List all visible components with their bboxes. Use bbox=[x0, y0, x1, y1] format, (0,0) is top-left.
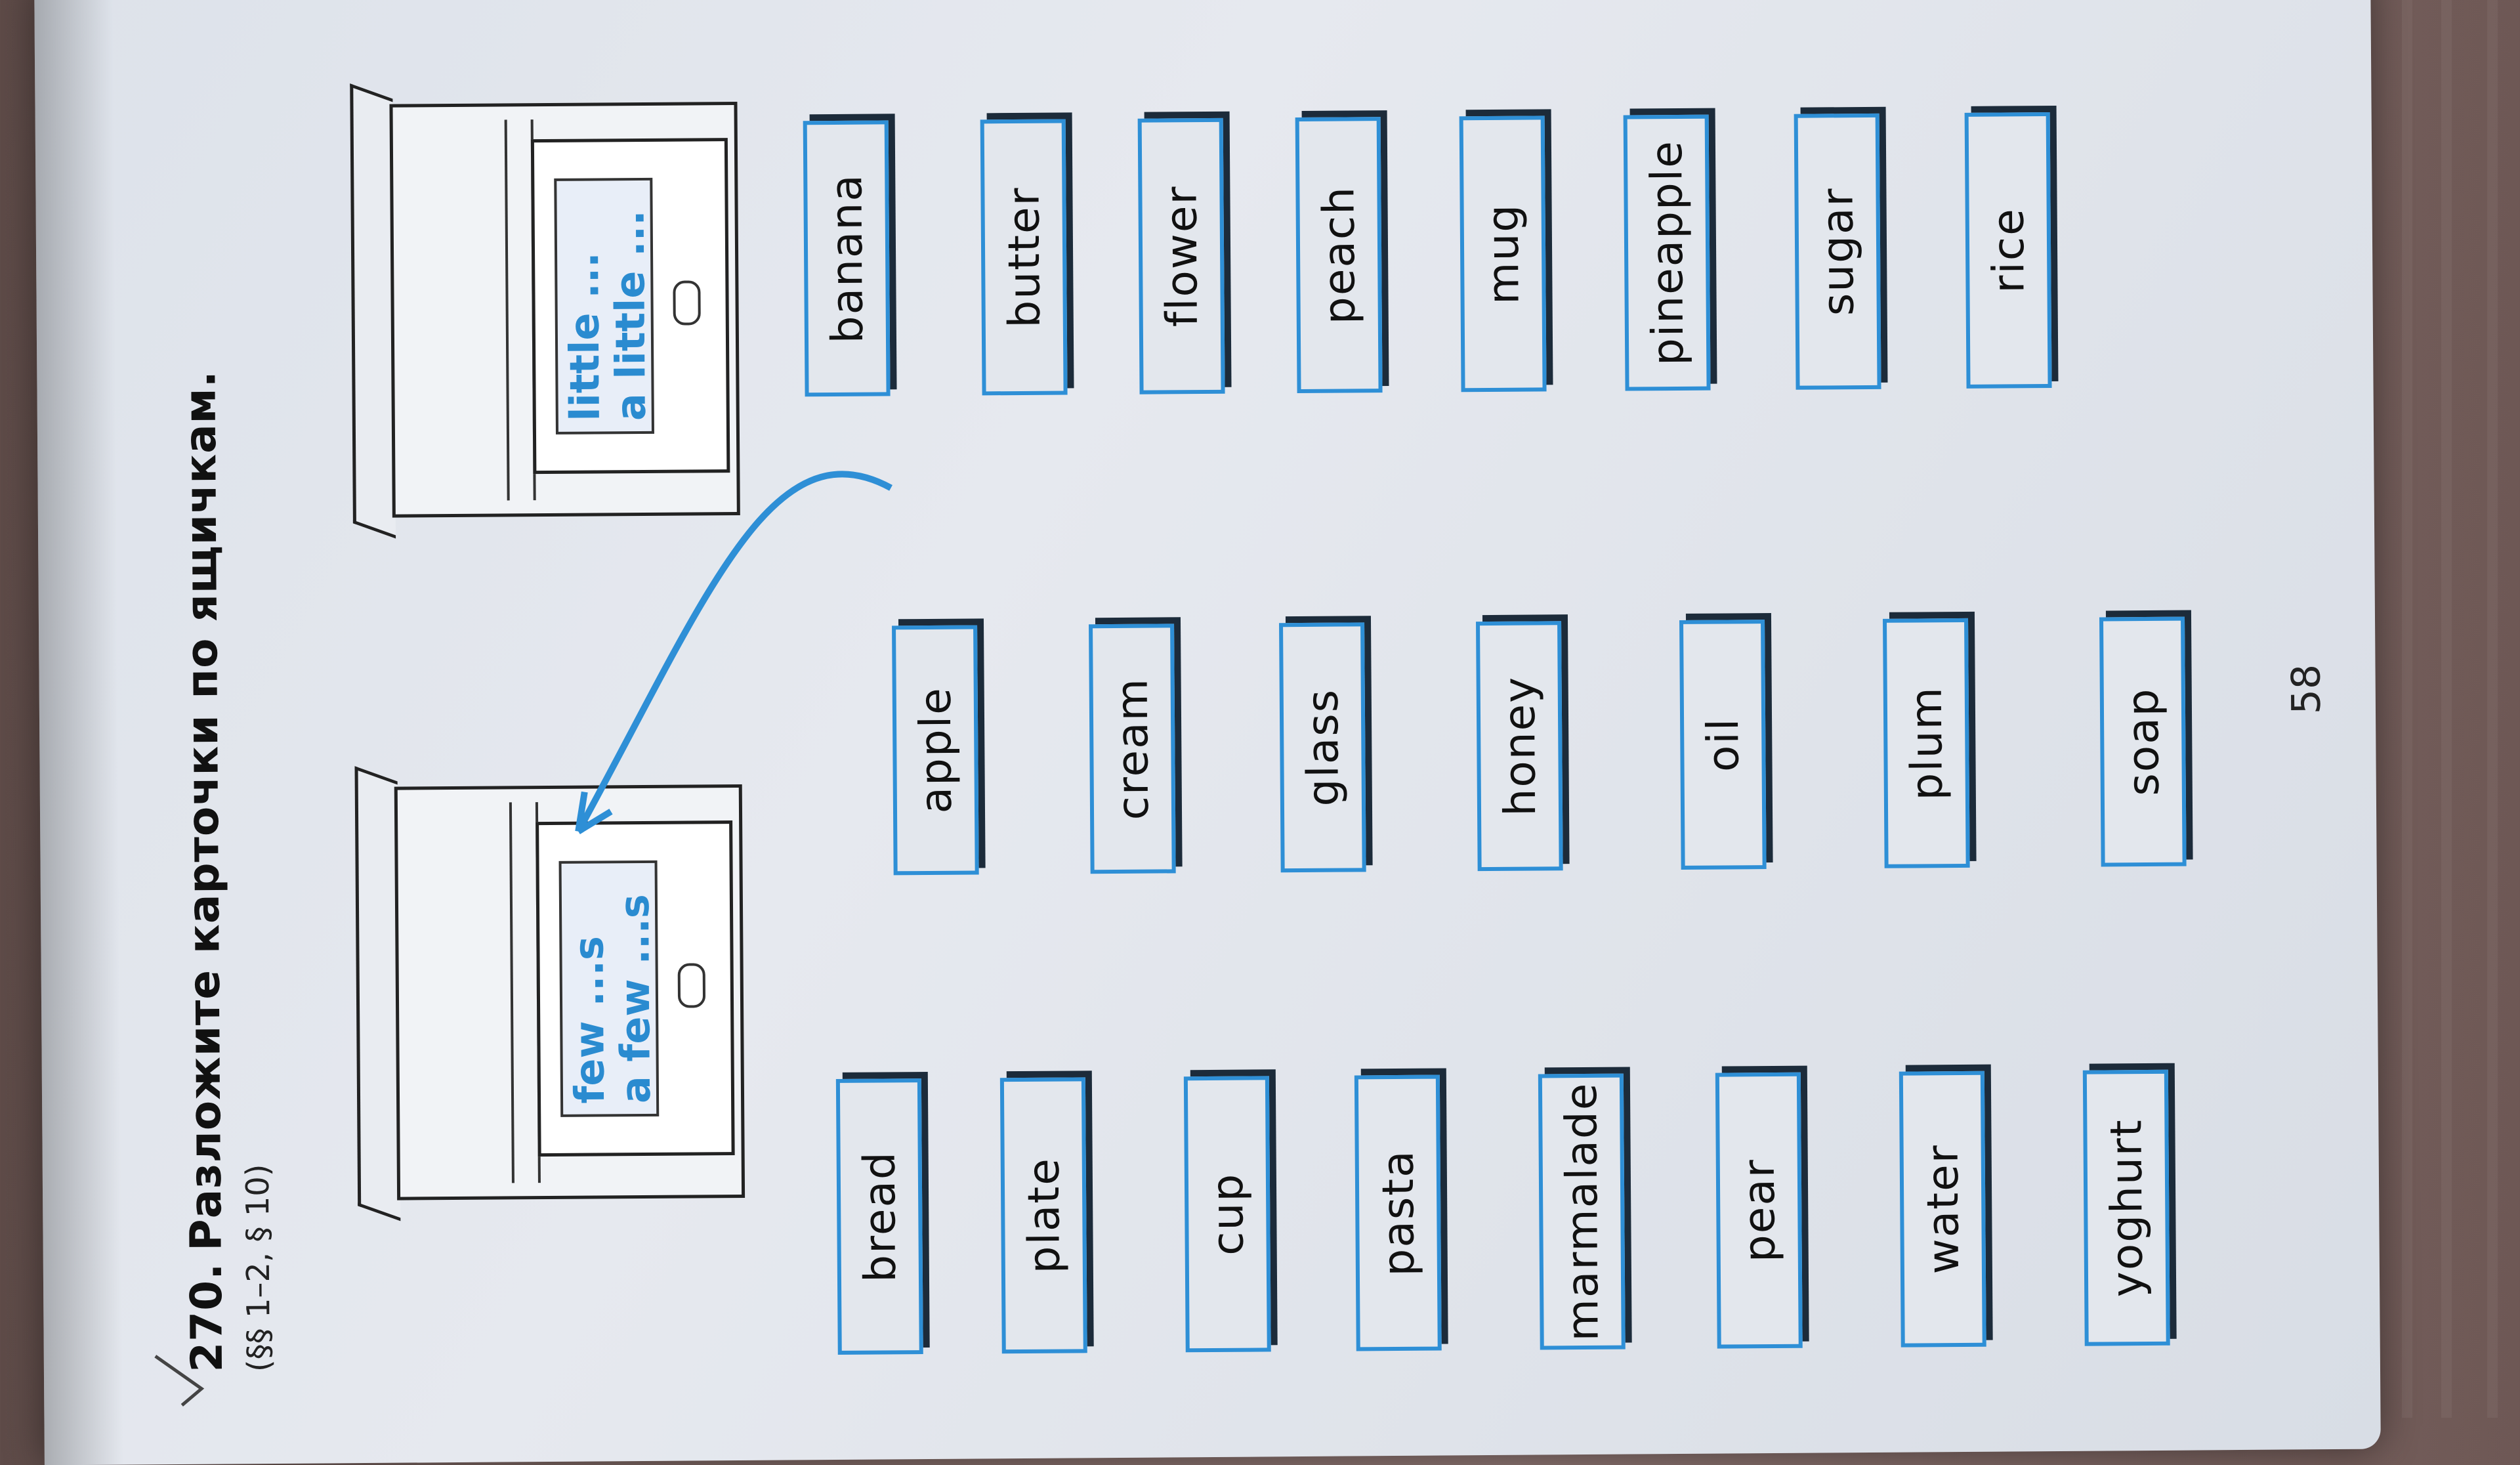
checkmark-icon bbox=[154, 1355, 205, 1407]
card-apple[interactable]: apple bbox=[892, 625, 979, 876]
card-honey[interactable]: honey bbox=[1476, 621, 1563, 872]
card-soap[interactable]: soap bbox=[2099, 616, 2187, 867]
card-banana[interactable]: banana bbox=[803, 120, 891, 397]
card-flower[interactable]: flower bbox=[1137, 117, 1225, 394]
arrow-icon bbox=[575, 471, 892, 834]
card-rice[interactable]: rice bbox=[1964, 112, 2052, 389]
card-butter[interactable]: butter bbox=[980, 119, 1068, 396]
card-bread[interactable]: bread bbox=[835, 1078, 923, 1355]
card-pear[interactable]: pear bbox=[1715, 1072, 1803, 1349]
card-pasta[interactable]: pasta bbox=[1354, 1074, 1442, 1351]
card-yoghurt[interactable]: yoghurt bbox=[2082, 1069, 2170, 1346]
card-glass[interactable]: glass bbox=[1279, 622, 1366, 873]
workbook-page: 270.Разложите карточки по ящичкам. (§§ 1… bbox=[34, 0, 2381, 1465]
page-number: 58 bbox=[2283, 664, 2330, 715]
card-cup[interactable]: cup bbox=[1183, 1076, 1271, 1353]
card-sugar[interactable]: sugar bbox=[1794, 113, 1881, 390]
card-mug[interactable]: mug bbox=[1459, 116, 1547, 393]
card-cream[interactable]: cream bbox=[1089, 624, 1176, 874]
card-water[interactable]: water bbox=[1899, 1071, 1986, 1348]
card-oil[interactable]: oil bbox=[1679, 620, 1767, 870]
card-pineapple[interactable]: pineapple bbox=[1623, 114, 1711, 391]
card-plum[interactable]: plum bbox=[1882, 618, 1970, 868]
card-peach[interactable]: peach bbox=[1295, 117, 1383, 394]
page-content: 270.Разложите карточки по ящичкам. (§§ 1… bbox=[60, 0, 2406, 1426]
card-plate[interactable]: plate bbox=[999, 1077, 1087, 1354]
card-marmalade[interactable]: marmalade bbox=[1538, 1073, 1626, 1350]
